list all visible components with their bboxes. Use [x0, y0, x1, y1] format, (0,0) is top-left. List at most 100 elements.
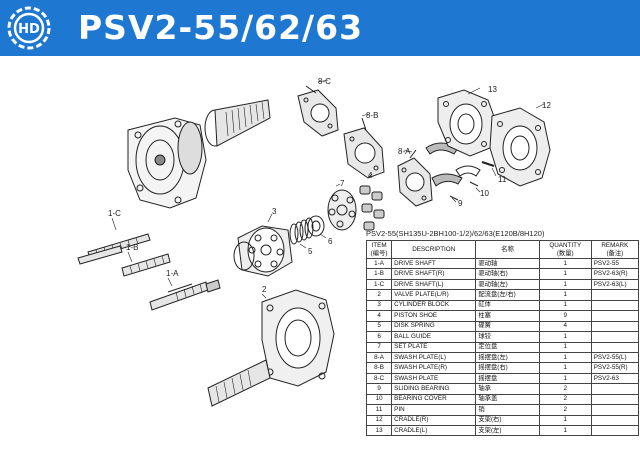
row-description: SWASH PLATE(R) [391, 362, 477, 374]
row-remark: PSV2-55(L) [590, 351, 640, 364]
row-item: 12 [365, 414, 393, 427]
label-9: 9 [458, 199, 463, 208]
row-name: 缸体 [475, 299, 540, 312]
row-description: DRIVE SHAFT(L) [391, 278, 477, 291]
label-1a: 1-A [166, 269, 179, 278]
exploded-parts-drawing: 8-C 8-B 8-A 13 12 11 10 9 7 4 3 6 5 1-C … [77, 77, 551, 407]
label-8c: 8-C [318, 77, 331, 86]
row-name: 支架(左) [475, 424, 540, 437]
row-quantity: 4 [538, 320, 592, 333]
row-name: 支架(右) [475, 414, 540, 427]
row-description: PIN [391, 404, 477, 416]
row-description: SWASH PLATE(L) [391, 351, 477, 364]
row-description: CYLINDER BLOCK [391, 299, 477, 312]
page-title: PSV2-55/62/63 [78, 8, 364, 47]
row-quantity: 1 [538, 331, 592, 343]
row-remark [590, 320, 640, 333]
row-name: 驱动轴(左) [475, 278, 540, 291]
row-item: 1-A [365, 257, 393, 270]
header-bar: HD PSV2-55/62/63 [0, 0, 640, 56]
row-name: 摇摆盘(右) [475, 362, 540, 374]
row-quantity: 9 [538, 310, 592, 322]
row-item: 4 [365, 310, 393, 322]
row-item: 8-A [365, 351, 393, 364]
label-8b: 8-B [366, 111, 378, 120]
row-name: 轴承盖 [475, 393, 540, 406]
row-item: 2 [365, 289, 393, 301]
row-name: 碟簧 [475, 320, 540, 333]
row-description: DRIVE SHAFT(R) [391, 268, 477, 280]
row-name: 摇摆盘 [475, 372, 540, 385]
row-remark [590, 310, 640, 322]
row-remark [590, 289, 640, 301]
row-description: DISK SPRING [391, 320, 477, 333]
row-quantity: 1 [538, 299, 592, 312]
label-11: 11 [498, 175, 507, 184]
row-description: PISTON SHOE [391, 310, 477, 322]
row-item: 3 [365, 299, 393, 312]
row-item: 6 [365, 331, 393, 343]
row-remark: PSV2-63(L) [590, 278, 640, 291]
row-quantity: 1 [538, 424, 592, 437]
row-quantity: 1 [538, 372, 592, 385]
row-item: 5 [365, 320, 393, 333]
label-1c: 1-C [108, 209, 121, 218]
row-description: CRADLE(L) [391, 424, 477, 437]
label-5: 5 [308, 247, 313, 256]
header-quantity: QUANTITY(数量) [538, 240, 592, 259]
row-remark: PSV2-63 [590, 372, 640, 385]
row-description: VALVE PLATE(L/R) [391, 289, 477, 301]
row-remark [590, 299, 640, 312]
bearing-cover-drawing [455, 165, 481, 187]
label-4: 4 [368, 171, 373, 180]
drive-shaft-1a-drawing [149, 279, 221, 311]
header-description: DESCRIPTION [391, 240, 477, 259]
pin-drawing [481, 161, 495, 167]
row-remark [590, 424, 640, 437]
cylinder-block-drawing [233, 225, 293, 277]
row-description: DRIVE SHAFT [391, 257, 477, 270]
row-remark: PSV2-63(R) [590, 268, 640, 280]
label-1b: 1-B [126, 243, 138, 252]
row-quantity: 1 [538, 351, 592, 364]
row-item: 8-B [365, 362, 393, 374]
label-2: 2 [262, 285, 267, 294]
row-remark [590, 383, 640, 395]
row-quantity: 2 [538, 404, 592, 416]
row-item: 7 [365, 341, 393, 353]
row-name: 驱动轴 [475, 257, 540, 270]
label-7: 7 [340, 179, 345, 188]
label-12: 12 [542, 101, 551, 110]
row-quantity: 1 [538, 268, 592, 280]
header-name: 名称 [475, 240, 540, 259]
row-quantity: 1 [538, 257, 592, 270]
label-3: 3 [272, 207, 277, 216]
parts-table: ITEM(编号) DESCRIPTION 名称 QUANTITY(数量) REM… [365, 240, 640, 437]
label-6: 6 [328, 237, 333, 246]
swash-plate-8a-drawing [397, 149, 433, 207]
row-quantity: 1 [538, 289, 592, 301]
row-quantity: 2 [538, 393, 592, 406]
row-name: 驱动轴(右) [475, 268, 540, 280]
row-name: 球铰 [475, 331, 540, 343]
row-description: CRADLE(R) [391, 414, 477, 427]
cradle-right-drawing [489, 107, 551, 187]
row-item: 1-B [365, 268, 393, 280]
swash-plate-8b-drawing [343, 117, 385, 179]
row-remark [590, 341, 640, 353]
label-13: 13 [488, 85, 497, 94]
row-quantity: 1 [538, 341, 592, 353]
row-description: SLIDING BEARING [391, 383, 477, 395]
row-quantity: 1 [538, 278, 592, 291]
row-name: 定位盘 [475, 341, 540, 353]
row-quantity: 1 [538, 362, 592, 374]
